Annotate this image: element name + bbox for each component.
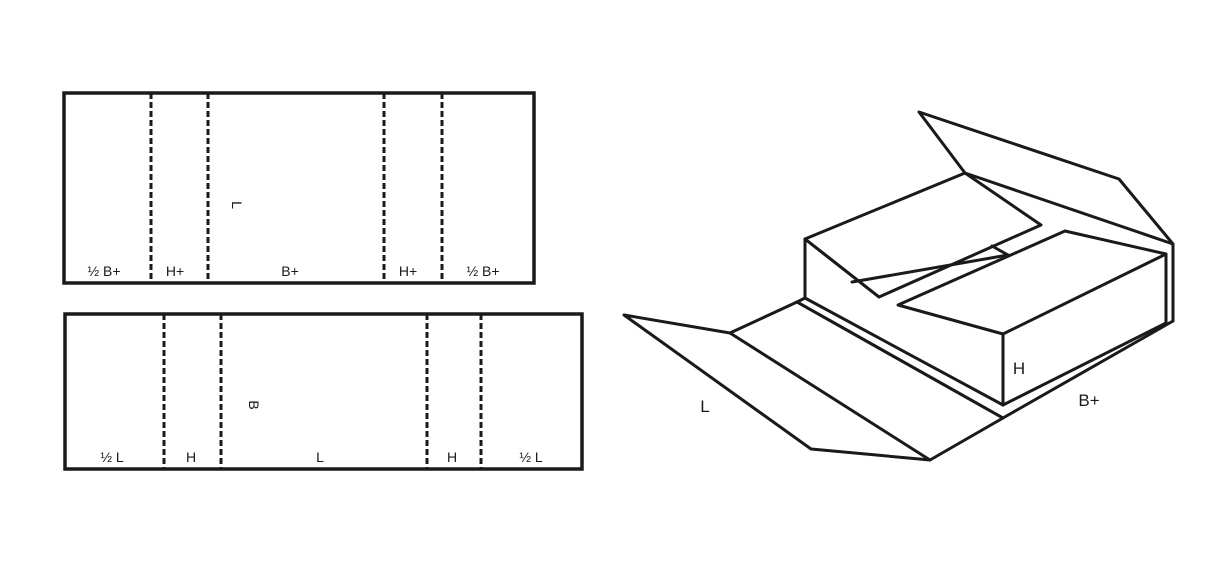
blank-bottom-panel [63,312,584,471]
panel-label: ½ B+ [466,263,499,279]
base-tray-right [1001,319,1175,420]
folded-box-illustration [622,110,1175,462]
box-width-label: B+ [1078,391,1099,410]
box-top-face [896,229,1168,336]
panel-label: H+ [399,263,417,279]
box-length-label: L [700,397,709,416]
blank-top-labels: ½ B+ H+ B+ H+ ½ B+ [87,263,499,279]
length-label-rotated: L [229,201,245,209]
blank-bottom-outline [63,312,584,471]
lid-box-top-panel [803,171,1043,299]
box-height-label: H [1013,359,1025,378]
panel-label: H [447,449,457,465]
open-flap [917,110,1175,323]
blank-top-fold-lines [149,93,444,283]
base-tray-rim-inner [803,296,1005,407]
blank-bottom-labels: ½ L H L H ½ L [100,449,543,465]
lid-box-slot [990,244,1010,257]
lid-box-slot-edge [850,253,1010,284]
end-flap-left [622,313,932,462]
box-right-side [1001,252,1168,407]
panel-label: L [316,449,324,465]
base-tray-front [728,300,1005,462]
blank-top-outline [62,91,536,285]
blank-top-panel [62,91,536,285]
base-tray-rim [795,300,1005,420]
width-label-rotated: B [246,400,262,409]
open-flap-hinge [963,171,1175,246]
box-labels: L B+ H [700,359,1099,416]
blank-bottom-fold-lines [162,314,483,469]
panel-label: H+ [166,263,184,279]
panel-label: ½ L [519,449,543,465]
panel-label: B+ [281,263,299,279]
panel-label: ½ B+ [87,263,120,279]
lid-box-inner-edge [803,237,881,299]
panel-label: H [186,449,196,465]
panel-label: ½ L [100,449,124,465]
